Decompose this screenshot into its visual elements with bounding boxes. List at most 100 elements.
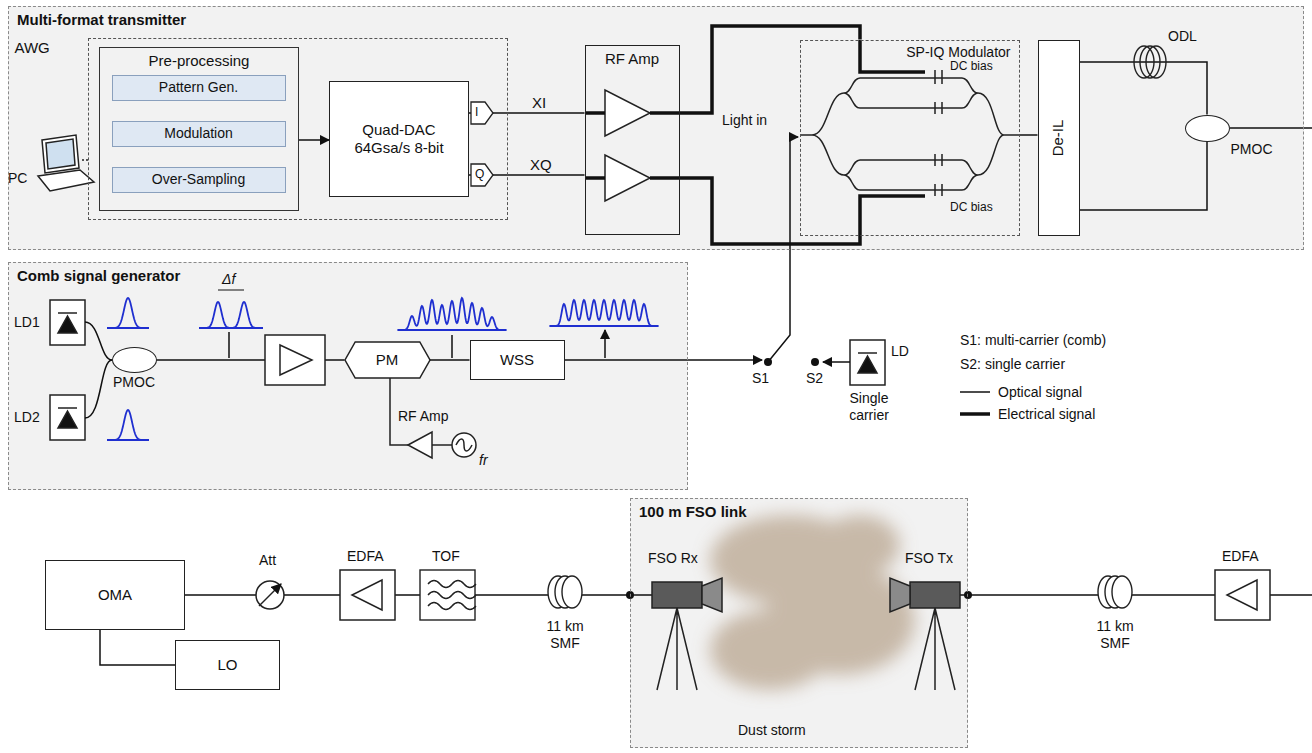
drawing-stroke — [265, 335, 325, 385]
drawing-stroke — [710, 610, 830, 690]
awg-panel: AWGPre-processingPattern Gen.ModulationO… — [88, 38, 508, 220]
drawing-stroke — [800, 93, 844, 175]
group-panel: Comb signal generatorPMOCPMWSS — [8, 262, 688, 490]
drawing-stroke — [860, 196, 925, 236]
part-label: Dust storm — [738, 722, 806, 739]
drawing-stroke — [420, 570, 475, 620]
drawing-stroke — [1227, 580, 1257, 610]
heading-label: Comb signal generator — [17, 267, 180, 285]
part-label: PC — [8, 170, 27, 187]
drawing-stroke — [858, 356, 877, 373]
hexagon-outline — [345, 342, 430, 378]
drawing-stroke — [46, 139, 75, 169]
drawing-stroke — [471, 164, 493, 186]
heading-label: PMOC — [1231, 141, 1273, 158]
part-label: I — [475, 105, 478, 119]
drawing-stroke — [811, 358, 819, 366]
box-label: Modulation — [164, 125, 233, 142]
part-label: DC bias — [950, 200, 993, 214]
drawing-stroke — [58, 312, 77, 314]
group-panel: Multi-format transmitterAWGPre-processin… — [8, 6, 1304, 250]
legend-text: Electrical signal — [998, 406, 1095, 423]
part-label: DC bias — [950, 59, 993, 73]
drawing-stroke — [562, 576, 582, 608]
drawing-stroke — [408, 432, 432, 458]
drawing-stroke — [890, 578, 910, 612]
drawing-stroke — [858, 352, 877, 354]
drawing-stroke — [820, 515, 900, 575]
tunable-filter-symbol — [420, 570, 476, 620]
wss-box: WSS — [470, 340, 565, 380]
box-label: WSS — [500, 351, 534, 369]
part-label: S2: single carrier — [960, 356, 1065, 373]
drawing-stroke — [1146, 46, 1166, 78]
drawing-stroke — [58, 316, 77, 333]
legend-sample — [960, 391, 990, 393]
spectrum-curve — [199, 302, 263, 328]
signal-connector — [100, 630, 175, 665]
drawing-stroke — [352, 580, 382, 610]
attenuator-symbol — [256, 581, 284, 609]
spectrum-curve — [397, 298, 506, 330]
part-label: 11 km SMF — [1085, 618, 1145, 652]
drawing-stroke — [652, 582, 702, 608]
drawing-stroke — [605, 155, 650, 201]
box-label: OMA — [98, 586, 132, 604]
signal-connector — [1080, 142, 1208, 211]
process-box: Over-Sampling — [112, 167, 286, 193]
signal-name: XQ — [530, 156, 552, 174]
spectrum-curve — [107, 410, 149, 440]
drawing-stroke — [702, 578, 722, 612]
part-label: 11 km SMF — [535, 618, 595, 652]
drawing-stroke — [844, 160, 978, 190]
dust-cloud — [710, 515, 915, 690]
part-label: Single carrier — [838, 390, 900, 424]
drawing-stroke — [915, 608, 955, 690]
drawing-stroke — [50, 395, 85, 440]
drawing-stroke — [605, 90, 650, 136]
process-panel: Pre-processingPattern Gen.ModulationOver… — [99, 47, 299, 211]
part-label: EDFA — [347, 548, 384, 565]
drawing-stroke — [432, 444, 452, 446]
part-label: EDFA — [1222, 548, 1259, 565]
part-label: TOF — [432, 548, 460, 565]
part-label: fr — [479, 452, 488, 469]
drawing-stroke — [38, 170, 94, 191]
signal-connector — [1020, 134, 1038, 136]
group-ground — [8, 6, 1304, 250]
oscillator-box: LO — [175, 640, 280, 690]
drawing-stroke — [585, 113, 680, 178]
drawing-stroke — [256, 581, 284, 609]
heading-label: AWG — [15, 39, 50, 57]
edfa-symbol — [265, 335, 325, 385]
drawing-stroke — [978, 93, 1020, 175]
laptop-icon — [38, 135, 94, 191]
spectrum-curve — [107, 298, 149, 328]
box-label: Pattern Gen. — [159, 79, 238, 96]
fso-terminal — [652, 578, 960, 690]
part-label: RF Amp — [398, 408, 449, 425]
drawing-stroke — [565, 359, 762, 361]
drawing-stroke — [50, 300, 85, 345]
part-label: Q — [475, 167, 484, 181]
part-label: Light in — [722, 112, 767, 129]
part-label: LD2 — [14, 409, 40, 426]
drawing-stroke — [964, 591, 972, 599]
box-label: De-IL — [1050, 119, 1068, 156]
drawing-stroke — [428, 581, 476, 610]
part-label: Att — [259, 552, 276, 569]
optical-fiber — [1230, 127, 1312, 129]
group-ground — [8, 262, 688, 490]
dc-bias-electrode — [935, 70, 942, 196]
process-box: Modulation — [112, 121, 286, 147]
box-label: LO — [217, 656, 237, 674]
drawing-stroke — [844, 78, 978, 108]
iq-modulator-waveguide — [800, 78, 1020, 190]
box-label: PM — [376, 351, 399, 369]
drawing-stroke — [218, 290, 244, 291]
signal-connector — [299, 139, 329, 141]
process-box: Pattern Gen. — [112, 75, 286, 101]
legend-text: Optical signal — [998, 384, 1082, 401]
drawing-stroke — [823, 361, 850, 363]
